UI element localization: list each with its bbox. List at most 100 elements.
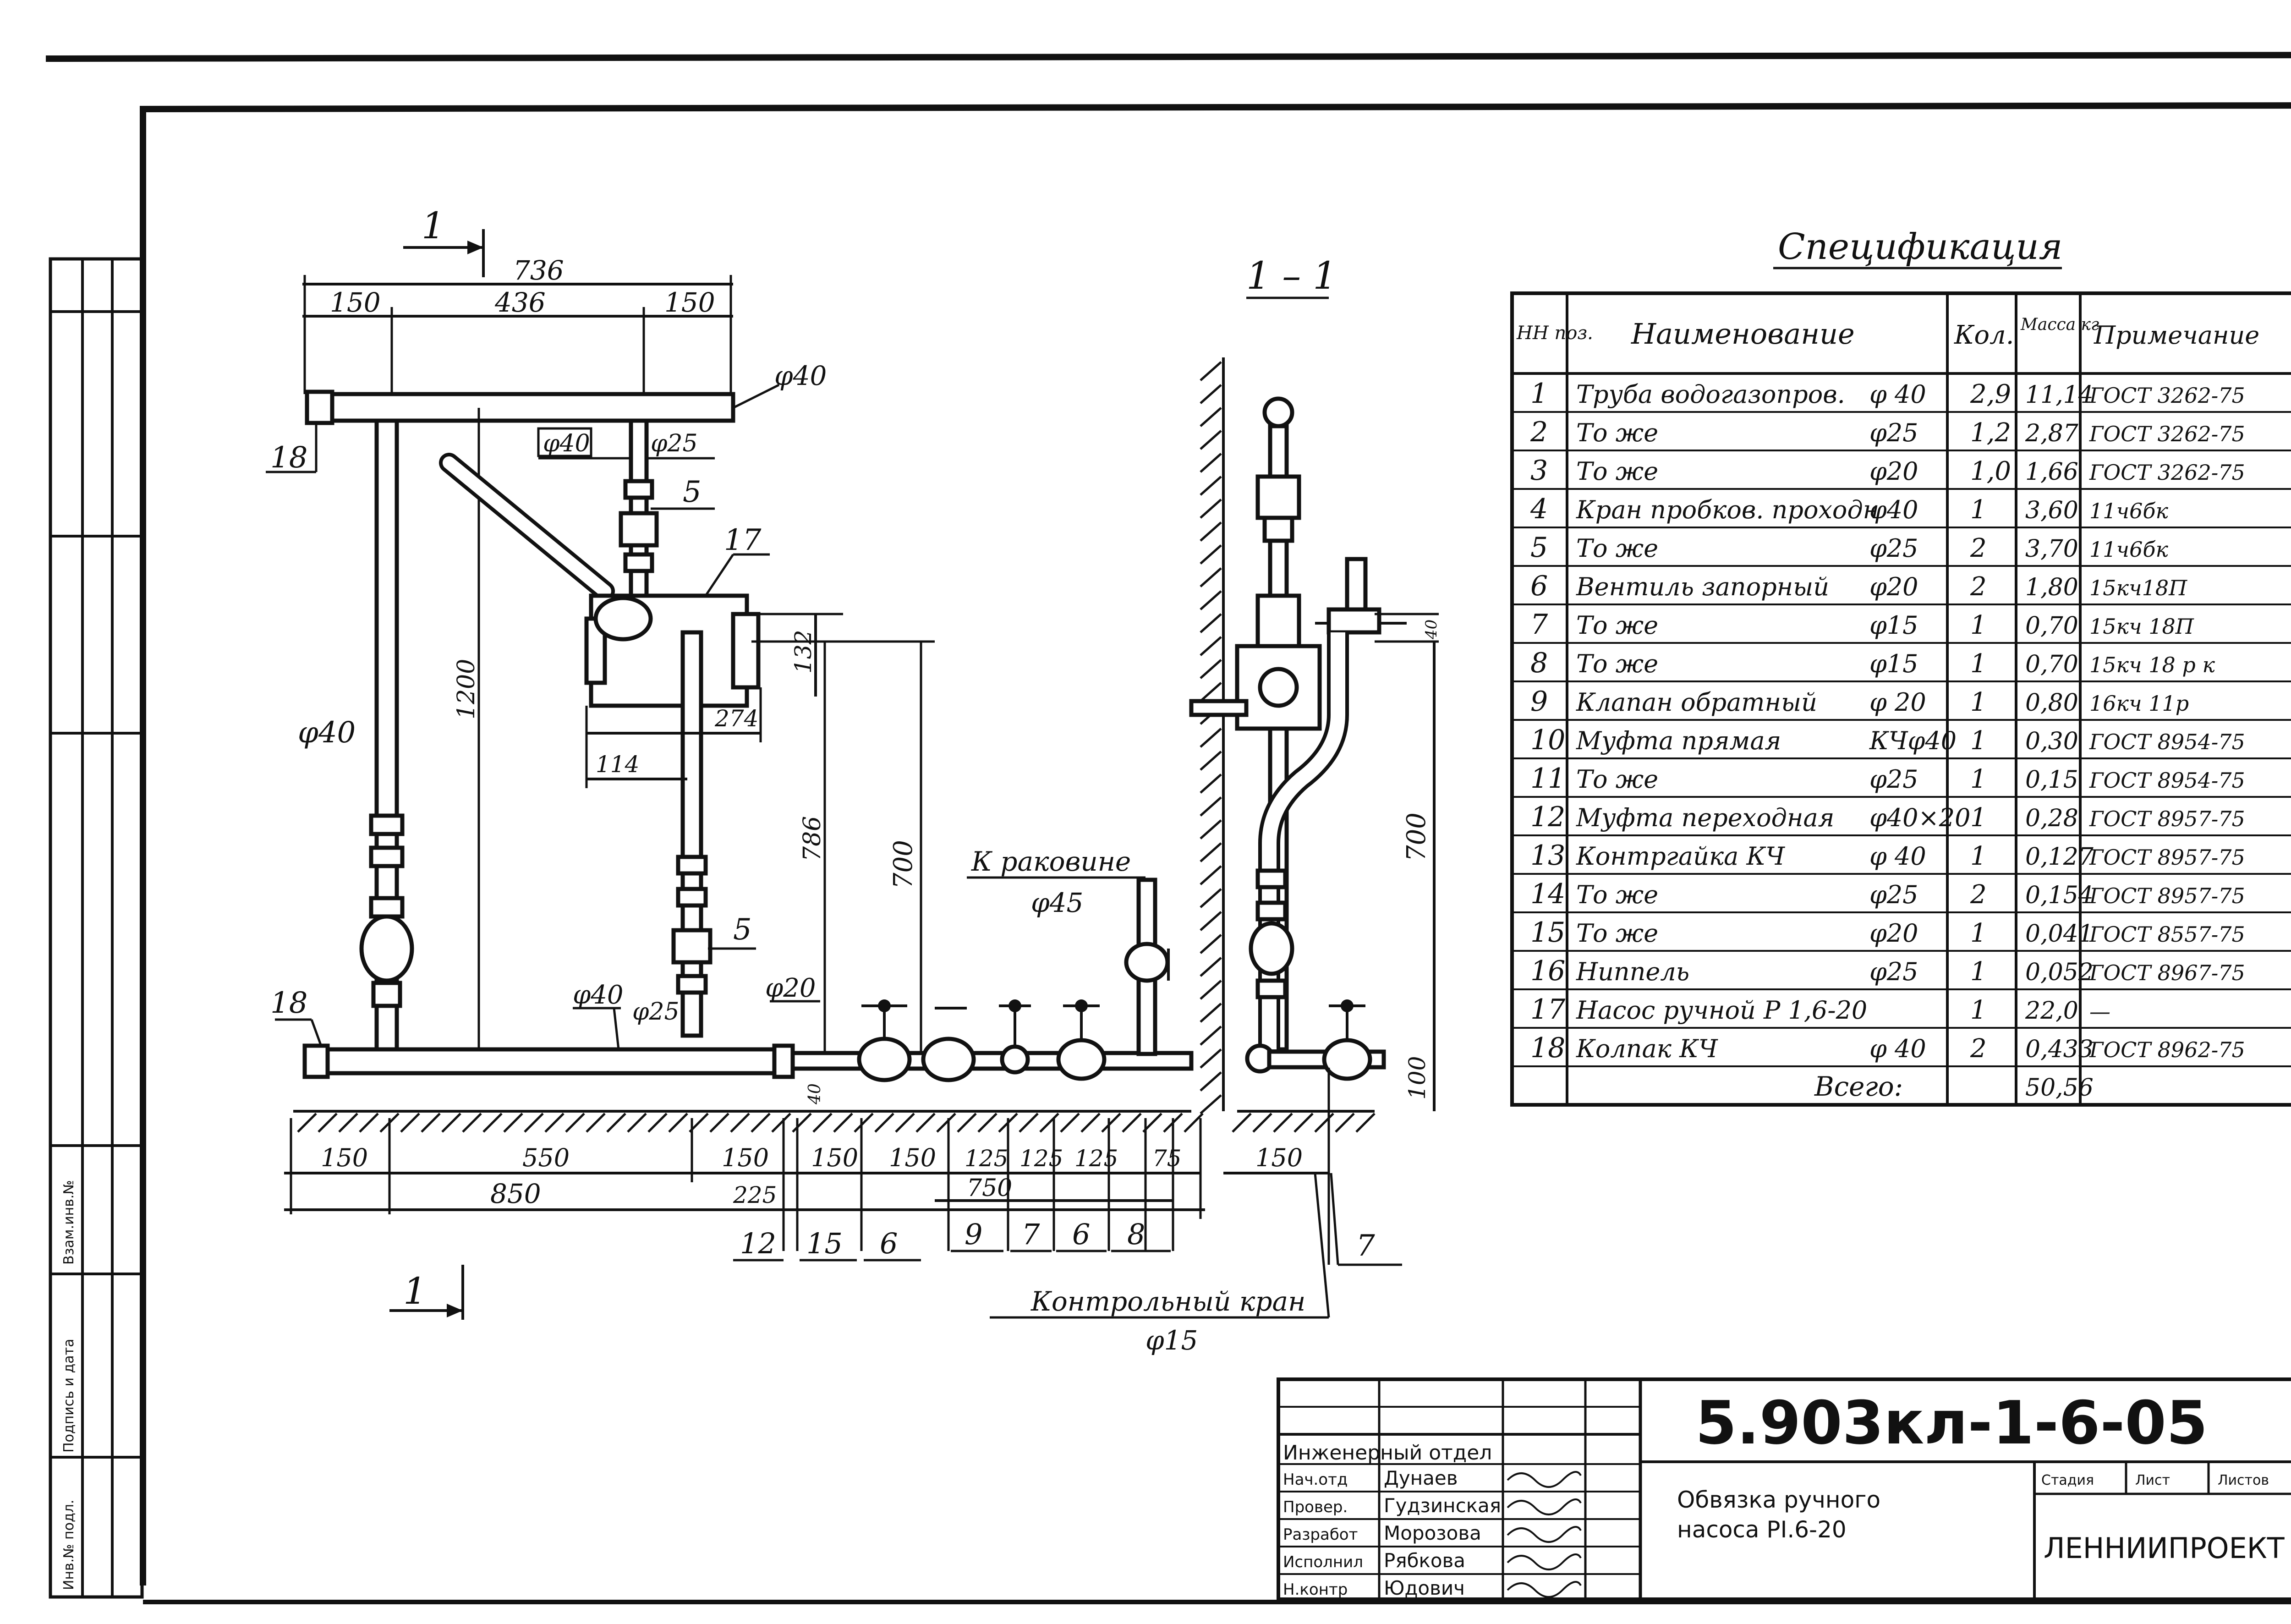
- spec-row-note: ГОСТ 8954-75: [2089, 768, 2245, 793]
- control-valve-label: Контрольный кран: [1030, 1286, 1305, 1317]
- section-dim-150: 150: [1255, 1143, 1303, 1172]
- pos-7: 7: [1022, 1218, 1040, 1251]
- label-786: 786: [799, 816, 826, 861]
- spec-row-mass: 0,15: [2025, 766, 2078, 794]
- label-d25-top: φ25: [651, 430, 698, 457]
- spec-row-name: То же: [1576, 611, 1658, 640]
- spec-row-dia: φ 40: [1869, 842, 1926, 871]
- handwritten-signature: [1507, 1498, 1582, 1515]
- spec-row-dia: КЧφ40: [1869, 726, 1957, 755]
- top-dimensions: 736 150 436 150: [302, 255, 733, 394]
- spec-row-pos: 2: [1530, 416, 1548, 448]
- spec-row-mass: 0,80: [2025, 689, 2078, 717]
- spec-row-qty: 1: [1970, 495, 1987, 525]
- strip-label-zam: Взам.инв.№: [61, 1180, 77, 1265]
- spec-row-pos: 15: [1530, 916, 1565, 949]
- spec-row-mass: 0,70: [2025, 612, 2078, 640]
- spec-row-qty: 1: [1970, 610, 1987, 640]
- label-274: 274: [714, 705, 758, 732]
- spec-row-pos: 17: [1530, 993, 1566, 1026]
- spec-row-dia: φ 40: [1869, 380, 1926, 409]
- plan-view: 1 736 150 436 150 φ40 18: [266, 204, 1376, 1356]
- spec-row-note: 11ч6бк: [2089, 499, 2168, 523]
- spec-row-qty: 1,2: [1970, 418, 2011, 448]
- label-1200: 1200: [453, 659, 480, 719]
- spec-row-mass: 0,433: [2025, 1036, 2094, 1063]
- spec-row-name: То же: [1576, 649, 1658, 678]
- bottom-dim-1: 550: [522, 1143, 570, 1172]
- control-valve-label-group: Контрольный кран φ15: [990, 1173, 1330, 1356]
- valve-6-second: [1056, 999, 1107, 1081]
- spec-row-dia: φ20: [1869, 919, 1918, 948]
- spec-row-note: 15кч 18П: [2089, 614, 2194, 639]
- strip-label-sign: Подпись и дата: [61, 1339, 77, 1453]
- spec-row-note: 15кч 18 р к: [2089, 653, 2215, 677]
- spec-row-qty: 1: [1970, 726, 1987, 756]
- pump-dimensions: 132 274 114 786 700: [585, 613, 935, 1054]
- spec-row-qty: 2: [1970, 533, 1987, 563]
- dim-436: 436: [494, 287, 546, 318]
- label-d40-left: φ40: [298, 716, 356, 750]
- spec-row-note: ГОСТ 8967-75: [2089, 960, 2245, 985]
- callout-5-bottom: 5: [733, 913, 752, 947]
- pos-8: 8: [1127, 1218, 1145, 1251]
- section-pos-7: 7: [1356, 1229, 1375, 1263]
- callout-18-bottom: 18: [270, 986, 307, 1020]
- spec-row-note: ГОСТ 8957-75: [2089, 807, 2245, 831]
- bottom-pipe-run: 18 φ40 φ25 φ20 40: [270, 973, 1194, 1105]
- dim-750: 750: [967, 1174, 1012, 1202]
- spec-row-name: Труба водогазопров.: [1576, 380, 1845, 409]
- spec-header-note: Примечание: [2094, 321, 2259, 350]
- spec-total-mass: 50,56: [2025, 1074, 2094, 1102]
- spec-row-dia: φ20: [1869, 572, 1918, 601]
- bottom-dim-4: 150: [889, 1143, 936, 1172]
- bottom-dim-8: 75: [1152, 1145, 1182, 1172]
- spec-row-mass: 0,70: [2025, 651, 2078, 678]
- section-view: 1 – 1: [1189, 254, 1441, 1266]
- label-d40-mid: φ40: [543, 430, 590, 457]
- spec-row-name: Насос ручной Р 1,6-20: [1576, 996, 1867, 1025]
- spec-row-qty: 1: [1970, 649, 1987, 679]
- spec-row-dia: φ 20: [1869, 688, 1926, 717]
- section-mark-bottom: 1: [389, 1265, 464, 1320]
- spec-row-mass: 3,60: [2025, 497, 2078, 524]
- spec-row-name: Кран пробков. проходн: [1576, 495, 1879, 524]
- spec-row-note: ГОСТ 8962-75: [2089, 1037, 2245, 1062]
- spec-row-mass: 1,66: [2025, 458, 2078, 486]
- spec-row-name: То же: [1576, 457, 1658, 486]
- right-riser-d25: 5: [619, 418, 715, 615]
- description-line2: насоса РІ.6-20: [1677, 1516, 1847, 1543]
- label-d25-bottom: φ25: [632, 998, 680, 1026]
- spec-row-name: Муфта переходная: [1576, 803, 1834, 832]
- spec-row-dia: φ25: [1869, 880, 1918, 909]
- spec-row-qty: 1: [1970, 995, 1987, 1025]
- signature-name: Дунаев: [1384, 1467, 1458, 1489]
- signature-name: Юдович: [1384, 1577, 1465, 1599]
- spec-row-note: 16кч 11р: [2089, 691, 2189, 716]
- section-h100: 100: [1404, 1056, 1431, 1100]
- sink-label: К раковине: [971, 846, 1131, 877]
- spec-row-qty: 1: [1970, 957, 1987, 987]
- spec-row-qty: 1: [1970, 803, 1987, 833]
- spec-row-qty: 1: [1970, 687, 1987, 717]
- doc-code: 5.903кл-1-6-05: [1695, 1388, 2208, 1458]
- spec-row-mass: 0,041: [2025, 920, 2094, 948]
- spec-total-label: Всего:: [1814, 1071, 1903, 1102]
- spec-row-dia: φ15: [1869, 649, 1918, 678]
- signature-role: Разработ: [1283, 1525, 1358, 1544]
- spec-row-mass: 22,0: [2025, 997, 2078, 1025]
- label-d40-bottom: φ40: [573, 980, 623, 1010]
- dim-150-left: 150: [330, 287, 381, 318]
- spec-row-dia: φ25: [1869, 418, 1918, 447]
- spec-row-mass: 0,127: [2025, 843, 2094, 871]
- callout-17: 17: [724, 523, 762, 557]
- bottom-dim-6: 125: [1019, 1145, 1063, 1172]
- spec-row-pos: 11: [1530, 763, 1565, 795]
- spec-row-note: ГОСТ 8557-75: [2089, 922, 2245, 947]
- handwritten-signature: [1507, 1526, 1582, 1543]
- spec-row-name: То же: [1576, 765, 1658, 794]
- spec-header-pos: НН поз.: [1516, 323, 1593, 344]
- spec-row-name: Муфта прямая: [1576, 726, 1781, 755]
- spec-row-pos: 1: [1530, 378, 1548, 410]
